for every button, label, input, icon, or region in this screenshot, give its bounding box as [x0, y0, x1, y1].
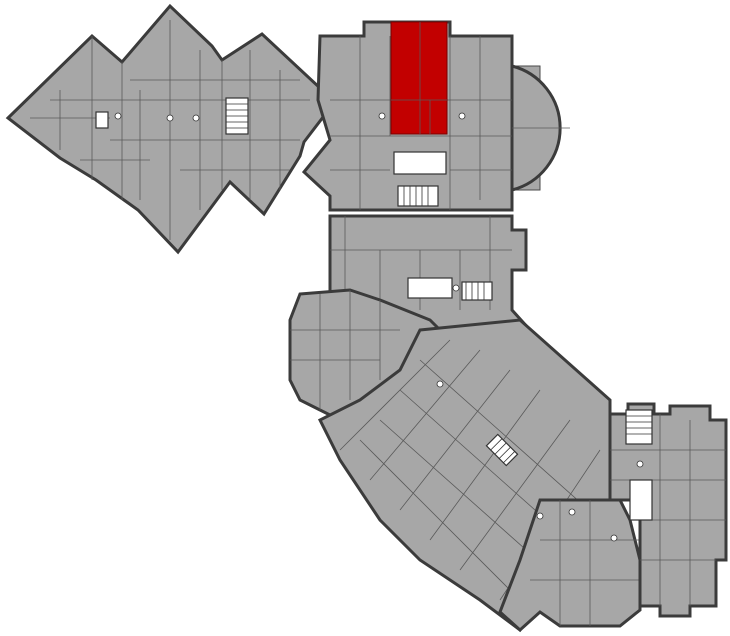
north-block — [301, 20, 570, 212]
east-elevator — [629, 479, 653, 521]
west-wing-outer-wall — [5, 3, 332, 255]
north-elevator — [393, 151, 447, 175]
door-swing-icon — [114, 112, 644, 542]
stair-core-icon — [465, 282, 485, 300]
north-block-outer-wall — [301, 20, 514, 212]
east-stair-core — [625, 409, 653, 445]
west-wing-partitions — [30, 20, 310, 240]
diagonal-stair-core — [485, 433, 519, 467]
south-block-partitions — [530, 500, 640, 626]
selected-apartment-partitions — [391, 22, 447, 134]
east-block-partitions — [610, 414, 726, 606]
west-wing-floor — [7, 5, 331, 253]
west-elevator — [95, 111, 109, 129]
east-block-outer-wall — [608, 402, 728, 618]
stair-core-icon — [490, 438, 516, 464]
central-elevator — [407, 277, 453, 299]
stair-core-icon — [403, 186, 429, 206]
west-wing — [5, 3, 332, 255]
stair-core-icon — [626, 415, 652, 435]
south-block — [498, 498, 642, 633]
east-block — [608, 402, 728, 618]
diagonal-wing-partitions — [339, 339, 601, 611]
stair-core-icon — [226, 103, 248, 129]
central-stair-core — [461, 281, 493, 301]
selected-apartment[interactable] — [390, 21, 448, 135]
west-mid-partitions — [290, 290, 400, 410]
